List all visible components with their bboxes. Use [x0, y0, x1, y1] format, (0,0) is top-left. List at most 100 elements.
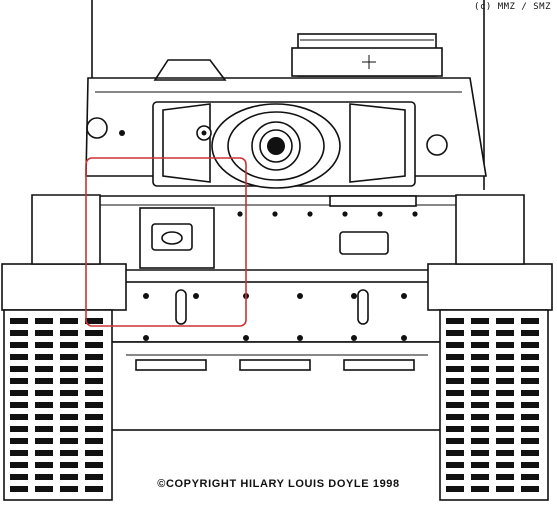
- track-link: [521, 354, 539, 360]
- track-link: [85, 486, 103, 492]
- track-link: [446, 486, 464, 492]
- track-link: [10, 354, 28, 360]
- track-link: [496, 330, 514, 336]
- track-link: [35, 330, 53, 336]
- track-link: [85, 474, 103, 480]
- track-link: [496, 342, 514, 348]
- track-link: [471, 414, 489, 420]
- track-link: [10, 414, 28, 420]
- track-link: [496, 486, 514, 492]
- track-link: [496, 366, 514, 372]
- track-link: [10, 450, 28, 456]
- right-track: [439, 309, 549, 501]
- track-link: [10, 462, 28, 468]
- track-link: [35, 474, 53, 480]
- track-link: [10, 390, 28, 396]
- track-link: [60, 402, 78, 408]
- track-link: [60, 318, 78, 324]
- track-link: [446, 390, 464, 396]
- track-link: [85, 354, 103, 360]
- track-link: [471, 390, 489, 396]
- track-link: [471, 438, 489, 444]
- track-link: [10, 474, 28, 480]
- track-link: [10, 366, 28, 372]
- track-link: [521, 378, 539, 384]
- track-link: [521, 390, 539, 396]
- track-link: [60, 342, 78, 348]
- track-link: [10, 426, 28, 432]
- track-link: [60, 354, 78, 360]
- track-link: [521, 318, 539, 324]
- gun-mantlet: [152, 101, 416, 189]
- track-link: [60, 366, 78, 372]
- track-link: [35, 426, 53, 432]
- track-link: [60, 426, 78, 432]
- track-link: [35, 414, 53, 420]
- track-link: [471, 462, 489, 468]
- track-link: [496, 354, 514, 360]
- track-link: [35, 450, 53, 456]
- track-link: [496, 414, 514, 420]
- track-link: [85, 366, 103, 372]
- track-link: [521, 426, 539, 432]
- track-link: [85, 426, 103, 432]
- credit-label: (c) MMZ / SMZ: [474, 2, 551, 12]
- track-link: [60, 450, 78, 456]
- track-link: [521, 474, 539, 480]
- track-link: [85, 402, 103, 408]
- track-link: [496, 450, 514, 456]
- highlight-box: [85, 157, 247, 327]
- track-link: [10, 438, 28, 444]
- track-link: [446, 330, 464, 336]
- track-link: [521, 414, 539, 420]
- copyright-label: ©COPYRIGHT HILARY LOUIS DOYLE 1998: [157, 478, 400, 490]
- track-link: [521, 342, 539, 348]
- track-link: [60, 414, 78, 420]
- track-link: [446, 474, 464, 480]
- track-link: [446, 414, 464, 420]
- cupola: [291, 33, 443, 77]
- track-link: [10, 318, 28, 324]
- track-link: [35, 342, 53, 348]
- track-link: [471, 354, 489, 360]
- track-link: [10, 402, 28, 408]
- track-link: [35, 366, 53, 372]
- track-link: [521, 330, 539, 336]
- track-link: [10, 486, 28, 492]
- track-link: [35, 402, 53, 408]
- track-link: [521, 450, 539, 456]
- track-link: [35, 438, 53, 444]
- track-link: [521, 402, 539, 408]
- track-link: [471, 426, 489, 432]
- track-link: [60, 438, 78, 444]
- track-link: [35, 462, 53, 468]
- track-link: [60, 462, 78, 468]
- track-link: [35, 318, 53, 324]
- track-link: [496, 462, 514, 468]
- track-link: [446, 366, 464, 372]
- track-link: [35, 486, 53, 492]
- track-link: [496, 390, 514, 396]
- track-link: [35, 354, 53, 360]
- track-link: [446, 318, 464, 324]
- track-link: [471, 378, 489, 384]
- track-link: [60, 390, 78, 396]
- track-link: [521, 366, 539, 372]
- track-link: [496, 402, 514, 408]
- track-link: [85, 462, 103, 468]
- track-link: [471, 450, 489, 456]
- track-link: [85, 318, 103, 324]
- track-link: [85, 342, 103, 348]
- track-link: [521, 462, 539, 468]
- track-link: [471, 330, 489, 336]
- track-link: [10, 330, 28, 336]
- track-link: [85, 390, 103, 396]
- track-link: [60, 330, 78, 336]
- track-link: [471, 366, 489, 372]
- track-link: [85, 330, 103, 336]
- track-link: [85, 378, 103, 384]
- track-link: [60, 378, 78, 384]
- track-link: [496, 378, 514, 384]
- track-link: [10, 378, 28, 384]
- track-link: [60, 486, 78, 492]
